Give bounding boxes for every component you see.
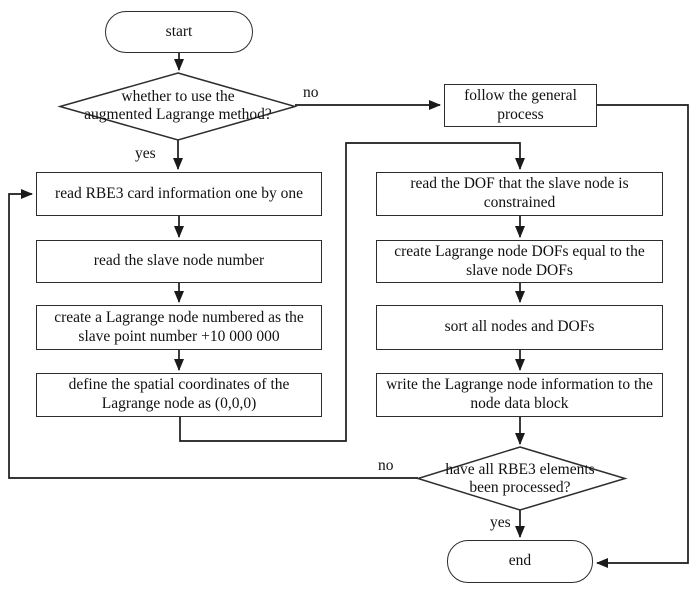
decision2-node: have all RBE3 elements been processed? [445, 460, 595, 496]
define-coordinates-node: define the spatial coordinates of the La… [36, 373, 322, 417]
read-slave-node-number-node: read the slave node number [36, 240, 322, 283]
end-node: end [447, 540, 593, 583]
read-rbe3-card-node: read RBE3 card information one by one [36, 172, 322, 216]
decision1-diamond-shape [57, 72, 298, 141]
create-lagrange-node-node: create a Lagrange node numbered as the s… [36, 305, 322, 350]
edge-label-yes-decision1: yes [133, 145, 158, 162]
edge-label-yes-decision2: yes [488, 514, 513, 531]
decision1-node: whether to use the augmented Lagrange me… [84, 88, 272, 123]
general-process-node: follow the general process [444, 84, 597, 127]
edge-label-no-decision1: no [301, 84, 321, 101]
start-node: start [105, 11, 253, 53]
edge-decision2-no-loop-to-l1 [8, 189, 418, 479]
sort-nodes-dofs-node: sort all nodes and DOFs [376, 305, 663, 350]
write-node-info-node: write the Lagrange node information to t… [376, 373, 663, 417]
read-dof-node: read the DOF that the slave node is cons… [376, 172, 663, 216]
edge-l4-to-r1 [179, 142, 525, 442]
decision2-diamond-shape [415, 446, 628, 511]
edge-label-no-decision2: no [376, 457, 396, 474]
create-dofs-node: create Lagrange node DOFs equal to the s… [376, 240, 663, 283]
edge-general-to-end [596, 104, 689, 568]
